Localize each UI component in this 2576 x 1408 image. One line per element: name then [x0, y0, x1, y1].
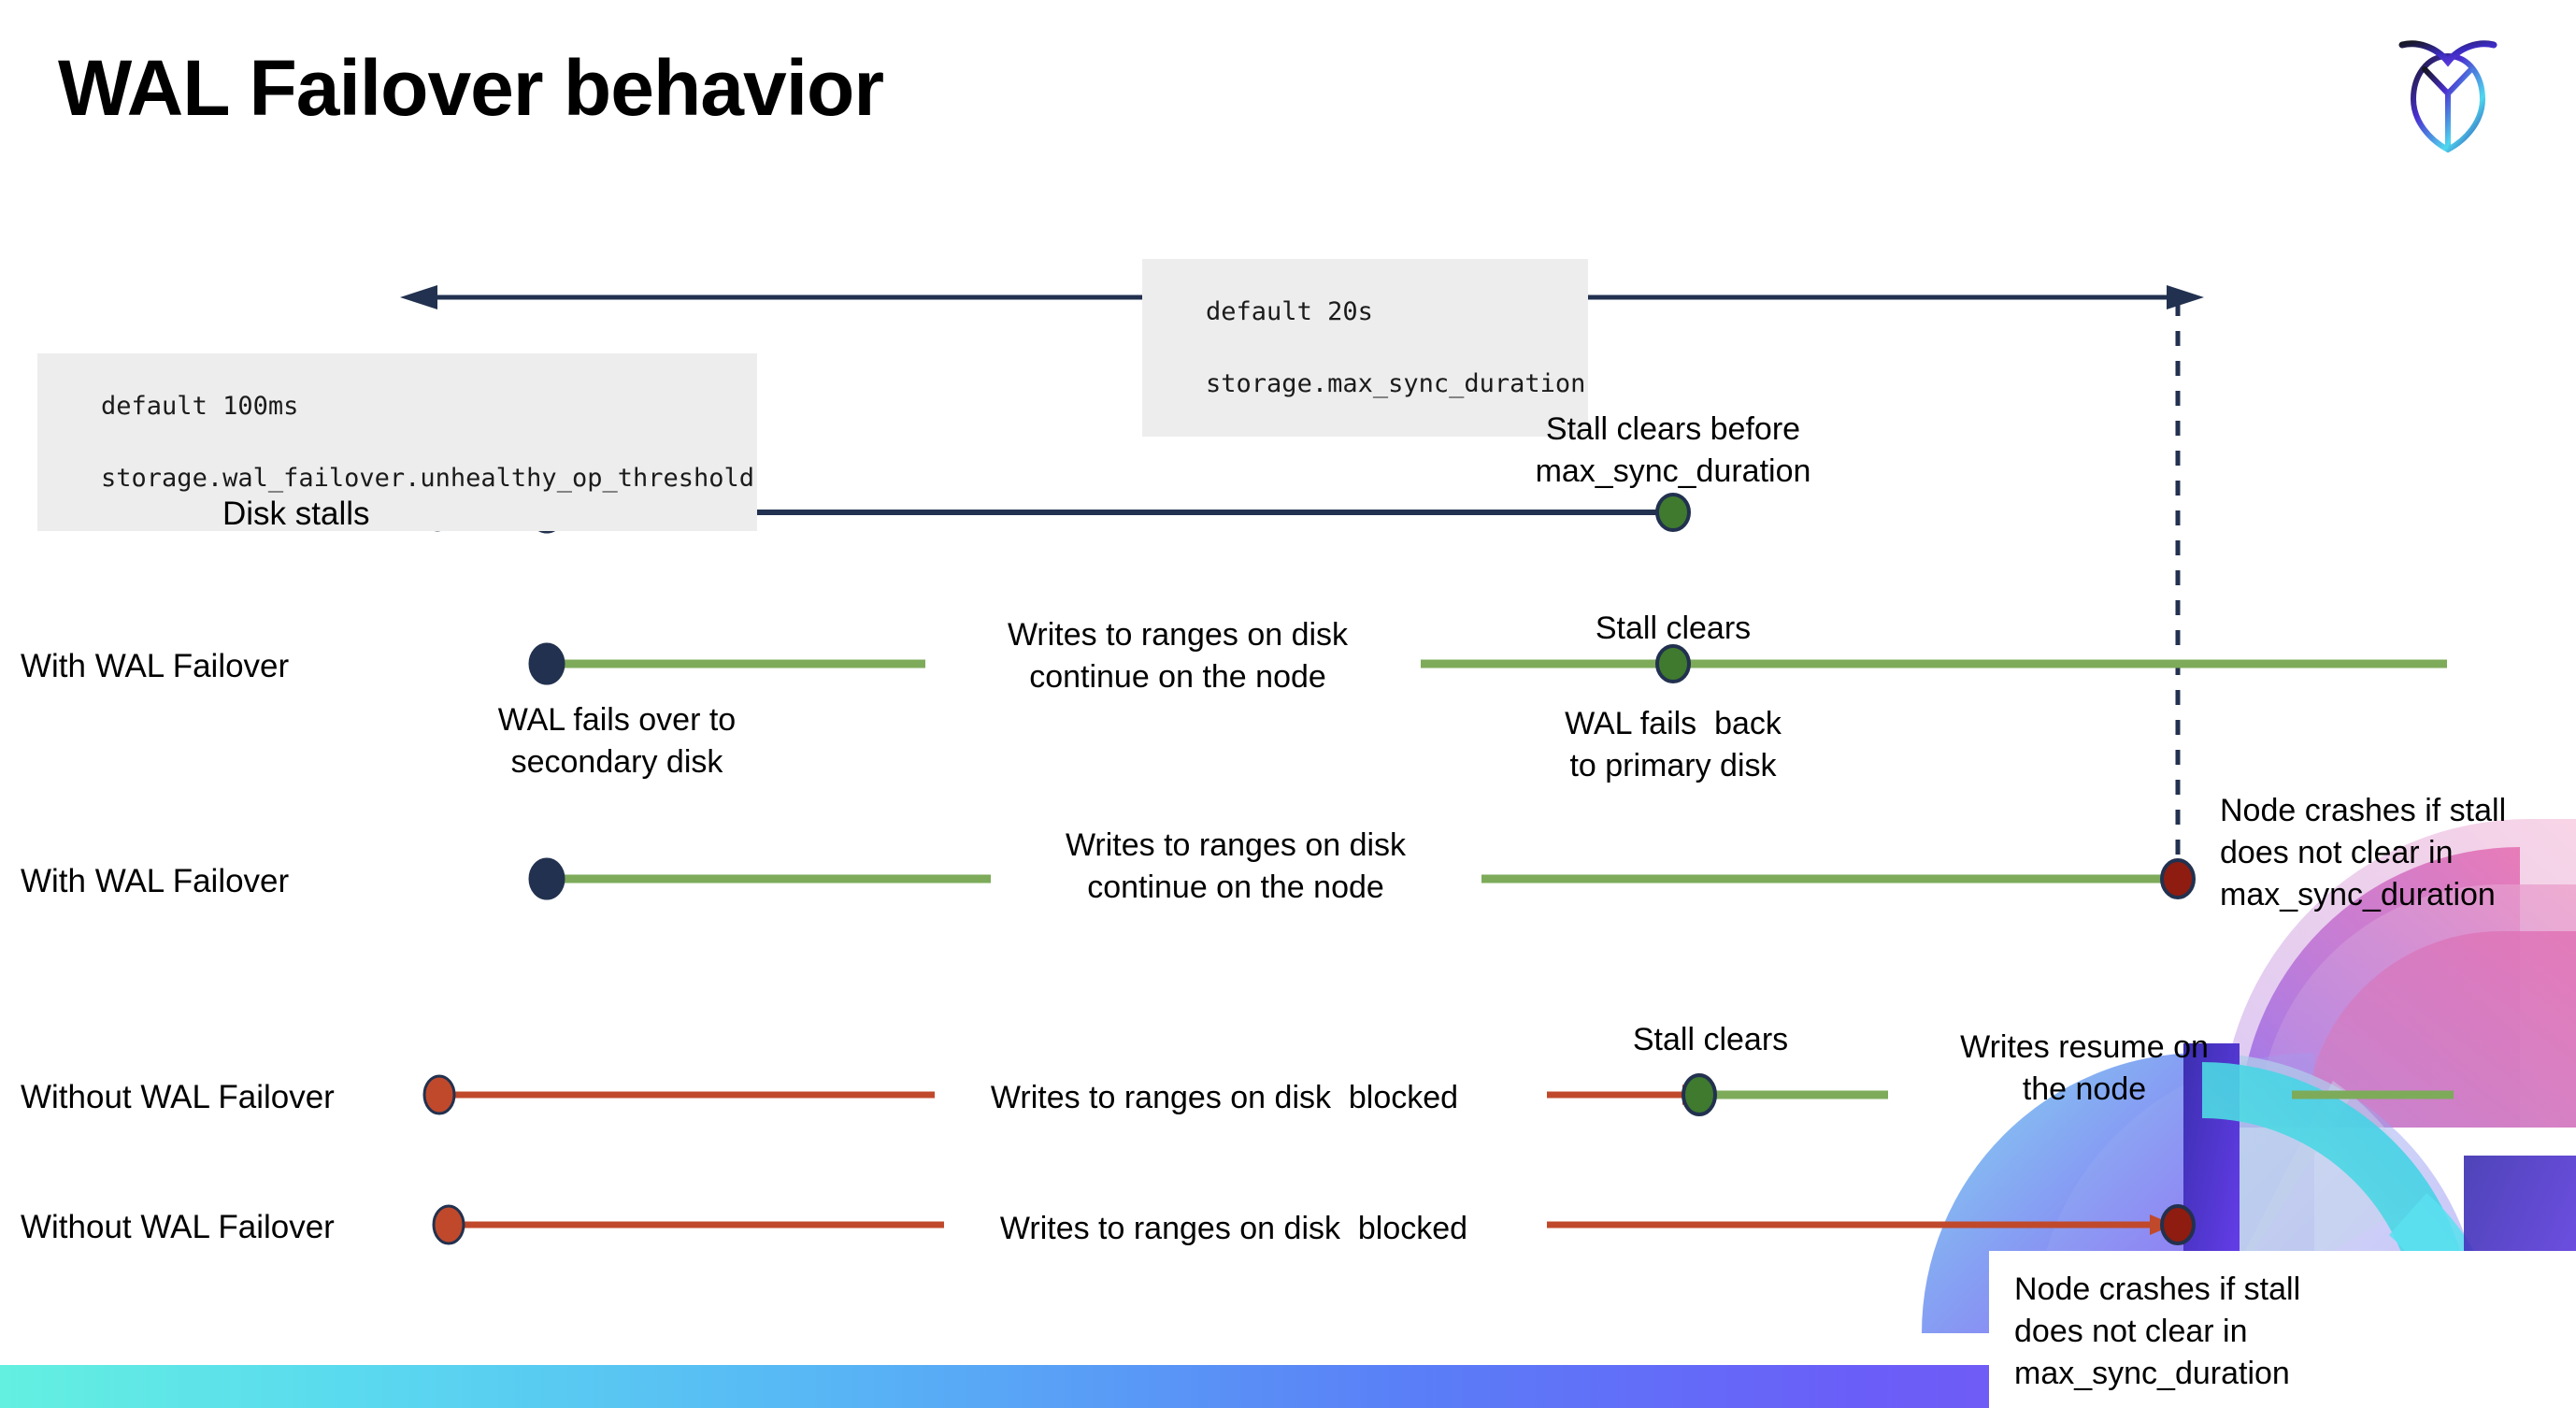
row-without-wal-failover-clears-track [422, 1073, 2454, 1116]
row-with-wal-failover-crash-track [528, 857, 2196, 900]
note-wal-fails-over-to-secondary: WAL fails over to secondary disk [497, 702, 737, 780]
marker-wal-fails-over [528, 642, 565, 685]
marker-stall-start [432, 1204, 465, 1245]
note-writes-blocked-row5: Writes to ranges on disk blocked [999, 1211, 1468, 1246]
marker-node-crash [2160, 1204, 2196, 1245]
max-sync-setting-label: storage.max_sync_duration [1203, 365, 1589, 402]
note-writes-blocked-row4: Writes to ranges on disk blocked [990, 1080, 1459, 1115]
marker-wal-fails-over [528, 857, 565, 900]
cockroachdb-logo [2393, 24, 2503, 155]
note-stall-clears-row2: Stall clears [1595, 611, 1752, 646]
row-without-wal-failover-crash-track [432, 1204, 2196, 1245]
note-backdrop-box [1989, 1251, 2576, 1408]
row-label-without-wal-failover-crash: Without WAL Failover [21, 1209, 335, 1245]
note-wal-fails-back-to-primary: WAL fails back to primary disk [1565, 706, 1782, 783]
note-writes-continue-row2: Writes to ranges on disk continue on the… [1007, 617, 1349, 695]
marker-stall-clears [1655, 644, 1691, 683]
marker-node-crash [2160, 858, 2196, 899]
row-label-with-wal-failover-clears: With WAL Failover [21, 648, 290, 684]
row-label-disk-stalls: Disk stalls [222, 496, 370, 532]
note-stall-clears-before-max-sync: Stall clears before max_sync_duration [1535, 411, 1811, 489]
marker-stall-clears [1655, 493, 1691, 532]
unhealthy-default-label: default 100ms [98, 388, 302, 425]
unhealthy-op-threshold-annotation: default 100ms storage.wal_failover.unhea… [37, 353, 758, 532]
unhealthy-setting-label: storage.wal_failover.unhealthy_op_thresh… [98, 459, 758, 496]
note-node-crashes-row5: Node crashes if stall does not clear in … [2014, 1272, 2301, 1391]
row-label-with-wal-failover-crash: With WAL Failover [21, 863, 290, 899]
marker-stall-start [422, 1074, 456, 1115]
max-sync-default-label: default 20s [1203, 294, 1376, 331]
max-sync-duration-annotation: default 20s storage.max_sync_duration [1142, 259, 1589, 438]
note-writes-resume-row4: Writes resume on the node [1960, 1029, 2209, 1107]
note-writes-continue-row3: Writes to ranges on disk continue on the… [1065, 827, 1407, 905]
row-with-wal-failover-clears-track [528, 642, 2447, 685]
row-label-without-wal-failover-clears: Without WAL Failover [21, 1079, 335, 1115]
page-title: WAL Failover behavior [58, 44, 884, 132]
note-node-crashes-row3: Node crashes if stall does not clear in … [2220, 793, 2507, 912]
marker-stall-clears [1682, 1073, 1717, 1116]
note-stall-clears-row4: Stall clears [1632, 1022, 1789, 1057]
logo-icon [2398, 40, 2497, 153]
